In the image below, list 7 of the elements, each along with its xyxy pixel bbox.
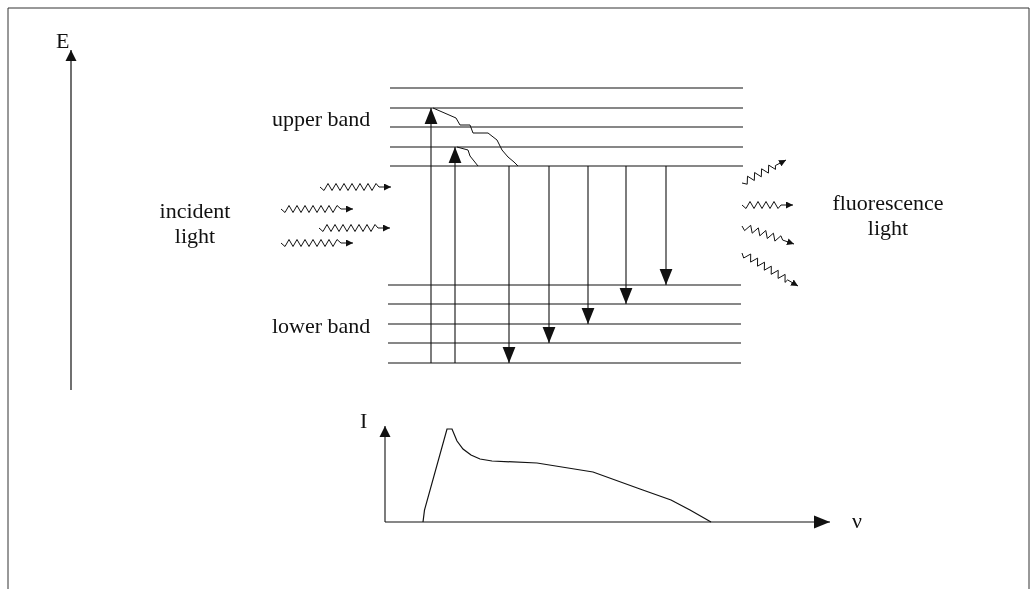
light-label: incident light [158, 198, 232, 249]
axis-label: I [360, 408, 368, 434]
band-label: lower band [272, 313, 371, 339]
band-label: upper band [272, 106, 371, 132]
axis-label: ν [852, 508, 862, 534]
light-label: fluorescence light [831, 190, 945, 241]
axis-label: E [56, 28, 70, 54]
